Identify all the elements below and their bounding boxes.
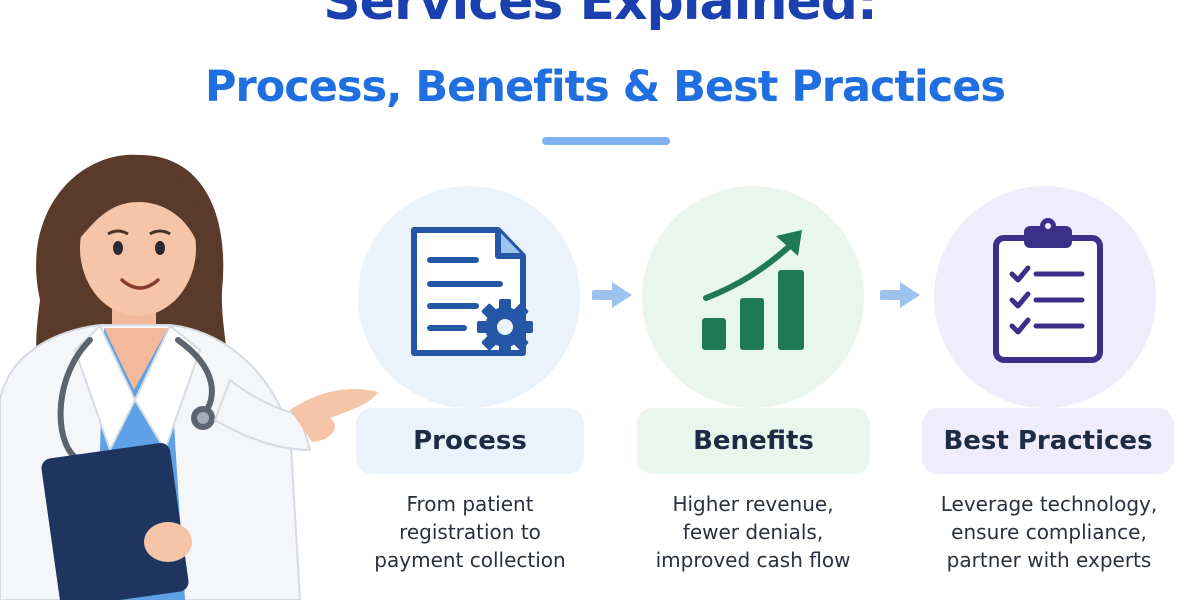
arrow-right-icon bbox=[592, 282, 632, 308]
best-practices-description: Leverage technology, ensure compliance, … bbox=[918, 490, 1180, 574]
document-gear-icon bbox=[411, 227, 533, 356]
benefits-label: Benefits bbox=[637, 408, 870, 474]
title-underline bbox=[542, 137, 670, 145]
checklist-clipboard-icon bbox=[993, 218, 1103, 363]
doctor-illustration bbox=[0, 154, 378, 600]
growth-chart-icon bbox=[702, 230, 804, 350]
description-line: ensure compliance, bbox=[951, 520, 1147, 544]
benefits-circle bbox=[642, 186, 864, 408]
process-label: Process bbox=[356, 408, 584, 474]
best-practices-label: Best Practices bbox=[922, 408, 1174, 474]
description-line: fewer denials, bbox=[682, 520, 824, 544]
description-line: Leverage technology, bbox=[940, 492, 1158, 516]
arrow-right-icon bbox=[880, 282, 920, 308]
best-practices-circle bbox=[934, 186, 1156, 408]
description-line: registration to bbox=[399, 520, 541, 544]
description-line: improved cash flow bbox=[655, 548, 851, 572]
title-line-2: Process, Benefits & Best Practices bbox=[205, 62, 1006, 112]
benefits-description: Higher revenue, fewer denials, improved … bbox=[623, 490, 883, 574]
description-line: partner with experts bbox=[946, 548, 1152, 572]
process-description: From patient registration to payment col… bbox=[340, 490, 600, 574]
process-circle bbox=[358, 186, 580, 408]
title-line-1: Services Explained: bbox=[323, 0, 878, 32]
description-line: From patient bbox=[406, 492, 534, 516]
description-line: Higher revenue, bbox=[672, 492, 834, 516]
description-line: payment collection bbox=[374, 548, 566, 572]
